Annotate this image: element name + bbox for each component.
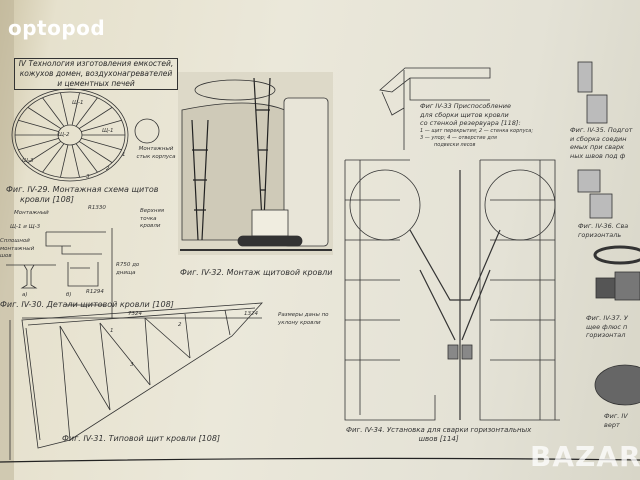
dimension-label: R1294 xyxy=(86,289,104,295)
section-header-line: IV Технология изготовления емкостей, xyxy=(18,59,174,68)
welding-installation-drawing xyxy=(344,159,560,421)
caption-line: емых при сварк xyxy=(570,143,625,151)
page-gutter xyxy=(0,0,14,480)
figure-caption-29: Фиг. IV-29. Монтажная схема щитов кровли… xyxy=(6,185,159,205)
caption-line: щее флюс п xyxy=(586,322,628,331)
page-rule xyxy=(0,457,640,463)
roof-mounting-illustration xyxy=(178,72,333,255)
caption-line: верт xyxy=(604,420,620,429)
panel-label: Щ-1 xyxy=(102,128,114,134)
section-header-line: кожухов домен, воздухонагревателей xyxy=(19,69,173,78)
marker-label: 1 xyxy=(110,328,114,334)
roof-rafter xyxy=(78,141,113,163)
roof-rafter xyxy=(81,138,122,151)
figure-caption-37: Фиг. IV-37. У щее флюс п горизонтал xyxy=(586,314,628,340)
figure-caption-31: Фиг. IV-31. Типовой щит кровли [108] xyxy=(62,434,221,443)
caption-line: Фиг. IV-29. Монтажная схема щитов xyxy=(6,185,159,194)
note-label: Размеры даны по уклону кровли xyxy=(278,312,329,326)
bazar-watermark: BAZAR xyxy=(530,440,640,473)
roof-rafter xyxy=(18,138,59,151)
roof-details-drawing xyxy=(6,228,113,318)
panel-label: Щ-1 xyxy=(72,100,84,106)
figure-caption-33: Фиг IV-33 Приспособление для сборки щито… xyxy=(420,102,533,149)
caption-line: со стенкой резервуара [118]: xyxy=(420,119,521,127)
dimension-label: R750 до днища xyxy=(116,262,140,276)
section-header: IV Технология изготовления емкостей, кож… xyxy=(14,58,178,90)
figure-caption-35: Фиг. IV-35. Подгот и сборка соедин емых … xyxy=(570,126,632,160)
marker-label: 1 xyxy=(122,152,126,158)
caption-line: горизонталь xyxy=(578,230,622,239)
figure-caption-30: Фиг. IV-30. Детали щитовой кровли [108] xyxy=(0,300,174,309)
roof-rafter xyxy=(27,107,62,129)
caption-legend: 1 — щит перекрытия; 2 — стенка корпуса; xyxy=(420,127,534,134)
caption-line: кровли [108] xyxy=(20,195,74,204)
subfigure-label: б) xyxy=(66,292,72,298)
caption-line: Фиг. IV-36. Сва xyxy=(578,222,629,230)
marker-label: 3 xyxy=(130,362,134,368)
panel-label: Щ-2 xyxy=(58,132,70,138)
caption-legend: подвески лесов xyxy=(434,141,476,148)
caption-line: горизонтал xyxy=(586,331,626,339)
dimension-label: 7324 xyxy=(128,311,142,317)
caption-legend: 3 — упор; 4 — отверстие для xyxy=(420,134,497,141)
detail-label: Монтажный xyxy=(14,210,49,216)
marker-label: 2 xyxy=(106,166,110,172)
assembly-fixture-drawing xyxy=(379,67,491,150)
typical-roof-panel xyxy=(9,302,263,460)
subfigure-label: а) xyxy=(22,292,28,298)
detail-label: Сплошной монтажный шов xyxy=(0,238,35,259)
roof-rafter xyxy=(18,119,59,132)
roof-rafter xyxy=(60,92,69,126)
roof-rafter xyxy=(42,143,65,173)
figure-caption-36: Фиг. IV-36. Сва горизонталь xyxy=(578,222,628,239)
dimension-label: 1324 xyxy=(244,311,258,317)
roof-panel-scheme xyxy=(11,88,160,182)
caption-line: Фиг IV-33 Приспособление xyxy=(420,102,512,110)
caption-line: Фиг. IV-35. Подгот xyxy=(570,126,633,134)
figure-caption-32: Фиг. IV-32. Монтаж щитовой кровли xyxy=(180,268,333,277)
figure-caption-38: Фиг. IV верт xyxy=(604,412,628,429)
dimension-label: R1330 xyxy=(88,205,106,211)
detail-label: Верхняя точка кровли xyxy=(140,208,165,229)
caption-line: Фиг. IV-34. Установка для сварки горизон… xyxy=(346,426,532,434)
roof-rafter xyxy=(71,92,80,126)
caption-line: для сборки щитов кровли xyxy=(420,110,509,119)
roof-rafter xyxy=(71,144,80,178)
roof-rafter xyxy=(75,97,98,127)
roof-rafter xyxy=(78,107,113,129)
caption-line: ных швов под ф xyxy=(570,151,626,160)
watermark: optopod xyxy=(8,16,106,40)
weld-joint-drawings xyxy=(577,61,640,406)
roof-rafter xyxy=(60,144,69,178)
marker-label: 2 xyxy=(178,322,182,328)
roof-rafter xyxy=(81,119,122,132)
section-header-line: и цементных печей xyxy=(57,79,135,88)
roof-rafter xyxy=(42,97,65,127)
figure-caption-34: Фиг. IV-34. Установка для сварки горизон… xyxy=(346,426,531,444)
joint-label: Монтажный стык корпуса xyxy=(136,146,176,160)
panel-label: Щ-3 xyxy=(22,158,34,164)
caption-line: и сборка соедин xyxy=(570,134,627,143)
marker-label: 3 xyxy=(86,174,90,180)
detail-label: Щ-1 и Щ-3 xyxy=(10,224,41,230)
roof-rafter xyxy=(27,141,62,163)
caption-line: Фиг. IV xyxy=(604,412,628,420)
caption-line: швов [114] xyxy=(418,435,459,443)
caption-line: Фиг. IV-37. У xyxy=(586,314,628,322)
roof-rafter xyxy=(75,143,98,173)
